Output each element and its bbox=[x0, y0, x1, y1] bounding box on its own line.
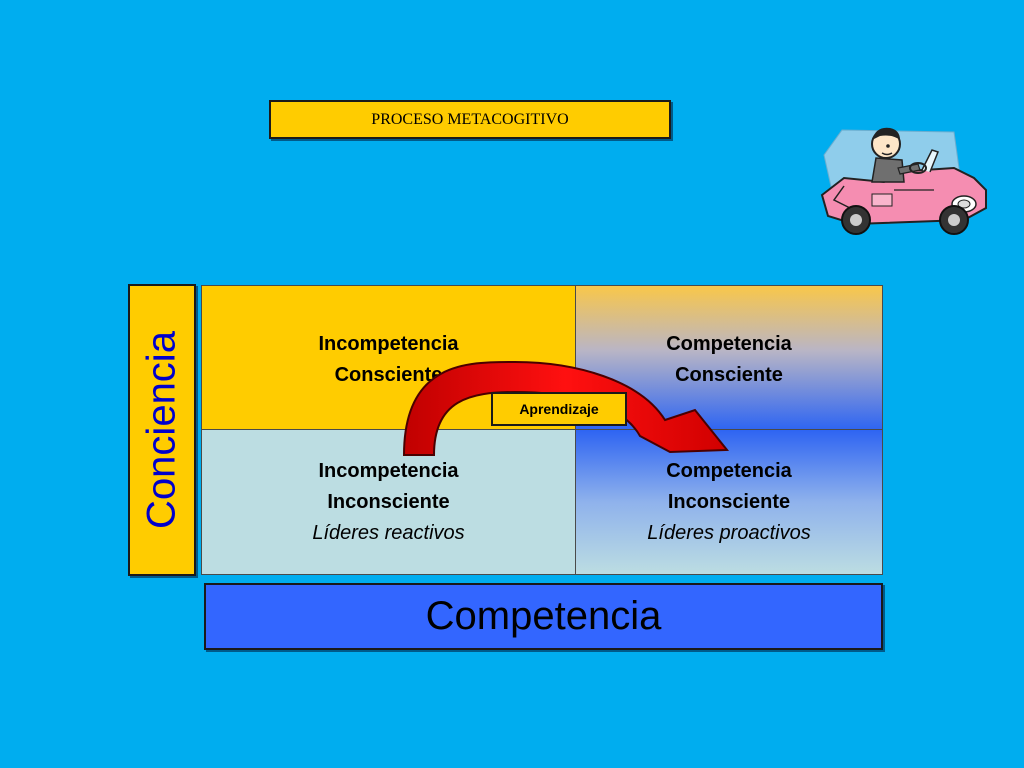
man-driving-car-icon bbox=[814, 120, 994, 245]
diagram-title: PROCESO METACOGITIVO bbox=[269, 100, 671, 139]
quadrant-bl-line1: Incompetencia bbox=[318, 460, 459, 482]
quadrant-tr-line1: Competencia bbox=[666, 333, 792, 355]
quadrant-br-line2: Inconsciente bbox=[667, 491, 791, 513]
quadrant-br-note: Líderes proactivos bbox=[647, 522, 811, 544]
quadrant-incompetencia-inconsciente: Incompetencia Inconsciente Líderes react… bbox=[202, 430, 576, 574]
quadrant-tl-line2: Consciente bbox=[334, 364, 443, 386]
y-axis-conciencia: Conciencia bbox=[128, 284, 196, 576]
x-axis-label: Competencia bbox=[425, 594, 662, 638]
y-axis-label: Conciencia bbox=[139, 331, 184, 529]
competence-matrix: Incompetencia Consciente Competencia Con… bbox=[201, 285, 883, 575]
x-axis-competencia: Competencia bbox=[204, 583, 883, 650]
quadrant-bl-note: Líderes reactivos bbox=[312, 522, 465, 544]
quadrant-tl-line1: Incompetencia bbox=[318, 333, 459, 355]
quadrant-tr-line2: Consciente bbox=[675, 364, 783, 386]
quadrant-br-line1: Competencia bbox=[666, 460, 792, 482]
aprendizaje-label: Aprendizaje bbox=[491, 392, 627, 426]
quadrant-competencia-inconsciente: Competencia Inconsciente Líderes proacti… bbox=[576, 430, 882, 574]
quadrant-bl-line2: Inconsciente bbox=[327, 491, 450, 513]
